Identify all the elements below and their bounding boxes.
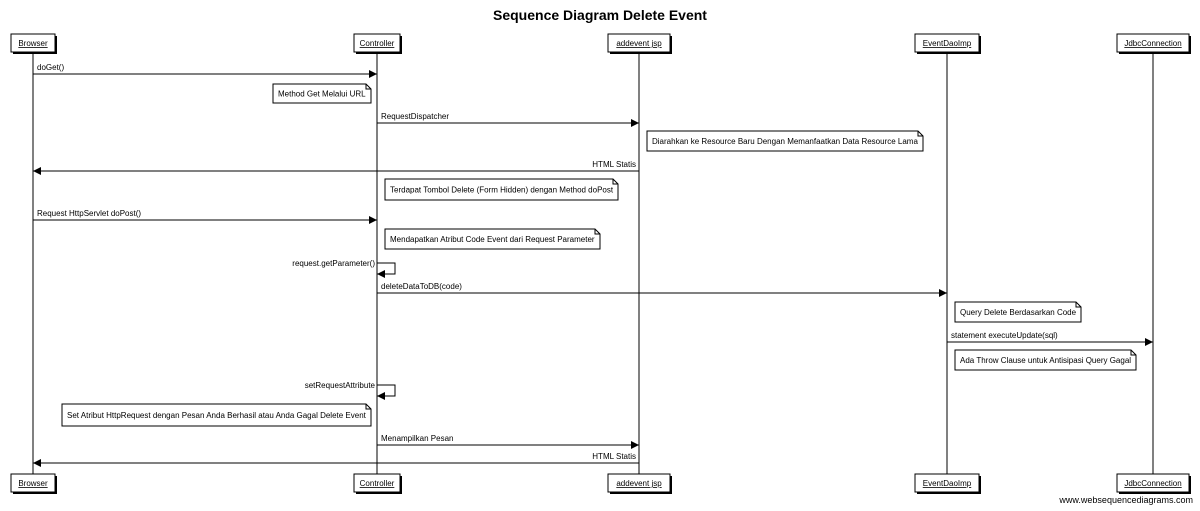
message-menampilkan-pesan: Menampilkan Pesan [377,434,639,449]
message-label: Request HttpServlet doPost() [37,209,141,218]
note-text: Method Get Melalui URL [278,90,366,99]
note-text: Mendapatkan Atribut Code Event dari Requ… [390,235,595,244]
participant-browser-top: Browser [10,33,57,54]
message-label: setRequestAttribute [305,381,376,390]
participant-label: Controller [360,479,395,488]
message-label: HTML Statis [592,160,636,169]
participant-jdbcconnection-top: JdbcConnection [1116,33,1191,54]
participant-eventdaoimp-bottom: EventDaoImp [914,473,981,494]
message-label: HTML Statis [592,452,636,461]
message-requestdispatcher: RequestDispatcher [377,112,639,127]
participant-controller-top: Controller [353,33,402,54]
participant-label: addevent jsp [616,479,662,488]
footer-credit: www.websequencediagrams.com [1058,495,1193,505]
participant-label: JdbcConnection [1124,479,1181,488]
participant-label: Browser [18,479,48,488]
message-html-statis: HTML Statis [33,452,639,467]
note: Mendapatkan Atribut Code Event dari Requ… [384,228,601,250]
note: Ada Throw Clause untuk Antisipasi Query … [954,349,1137,371]
note: Diarahkan ke Resource Baru Dengan Memanf… [646,130,924,152]
note-text: Query Delete Berdasarkan Code [960,308,1077,317]
message-label: statement executeUpdate(sql) [951,331,1058,340]
note-text: Terdapat Tombol Delete (Form Hidden) den… [390,186,614,195]
diagram-title: Sequence Diagram Delete Event [493,7,707,23]
message-request-httpservlet-dopost: Request HttpServlet doPost() [33,209,377,224]
note: Terdapat Tombol Delete (Form Hidden) den… [384,178,619,201]
note-text: Ada Throw Clause untuk Antisipasi Query … [960,356,1131,365]
message-label: RequestDispatcher [381,112,449,121]
message-statement-executeupdate-sql: statement executeUpdate(sql) [947,331,1153,346]
message-doget: doGet() [33,63,377,78]
participant-controller-bottom: Controller [353,473,402,494]
participant-label: Controller [360,39,395,48]
message-html-statis: HTML Statis [33,160,639,175]
note-text: Diarahkan ke Resource Baru Dengan Memanf… [652,137,918,146]
self-message-setrequestattribute: setRequestAttribute [305,381,396,400]
participant-label: addevent jsp [616,39,662,48]
note: Set Atribut HttpRequest dengan Pesan And… [61,403,372,427]
note: Query Delete Berdasarkan Code [954,301,1082,323]
message-label: request.getParameter() [292,259,375,268]
participant-label: EventDaoImp [923,39,972,48]
participant-label: JdbcConnection [1124,39,1181,48]
participant-eventdaoimp-top: EventDaoImp [914,33,981,54]
note: Method Get Melalui URL [272,83,372,104]
participant-addevent-jsp-top: addevent jsp [607,33,672,54]
participant-label: Browser [18,39,48,48]
message-label: Menampilkan Pesan [381,434,453,443]
participant-jdbcconnection-bottom: JdbcConnection [1116,473,1191,494]
participant-browser-bottom: Browser [10,473,57,494]
self-message-request-getparameter: request.getParameter() [292,259,396,278]
participant-label: EventDaoImp [923,479,972,488]
message-label: deleteDataToDB(code) [381,282,462,291]
message-label: doGet() [37,63,64,72]
participant-addevent-jsp-bottom: addevent jsp [607,473,672,494]
message-deletedatatodb-code: deleteDataToDB(code) [377,282,947,297]
note-text: Set Atribut HttpRequest dengan Pesan And… [67,411,367,420]
